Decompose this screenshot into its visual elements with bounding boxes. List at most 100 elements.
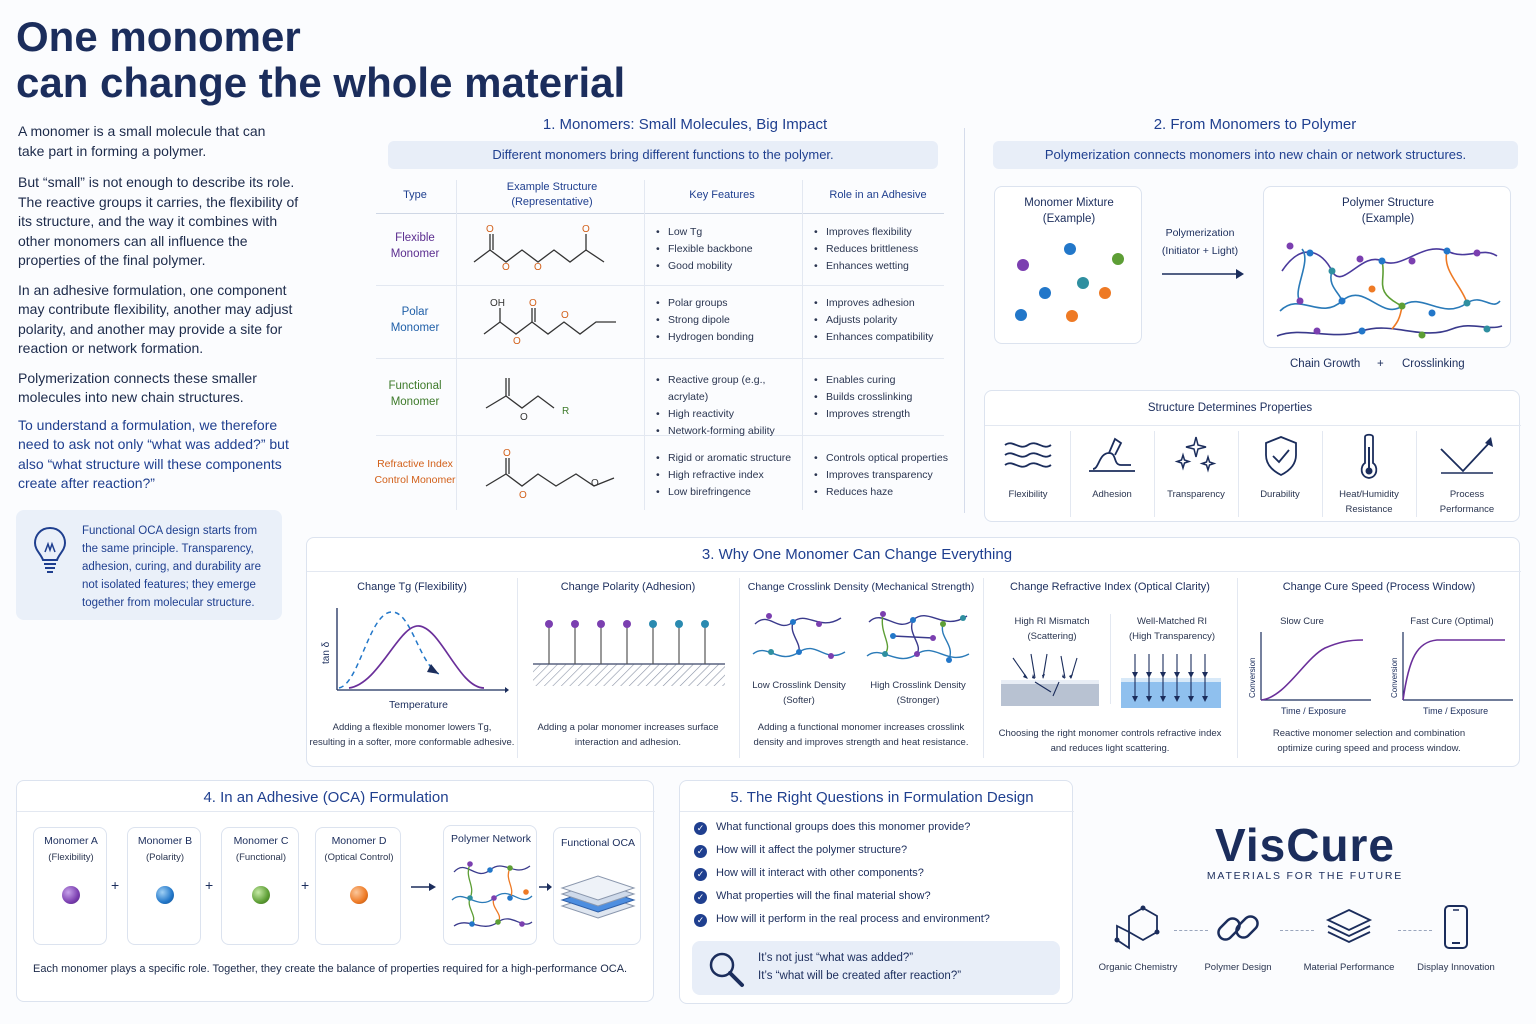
page-title: One monomer can change the whole materia… bbox=[16, 14, 625, 106]
fast-ylabel: Conversion bbox=[1390, 658, 1399, 698]
s1-hdr-role: Role in an Adhesive bbox=[829, 189, 927, 201]
check-circle-icon: ✓ bbox=[694, 914, 707, 927]
monomer-sub: (Flexibility) bbox=[48, 852, 94, 863]
question-text: What functional groups does this monomer… bbox=[716, 821, 971, 833]
lightbulb-icon bbox=[33, 526, 67, 573]
s1-row4-type: Refractive Index Control Monomer bbox=[374, 458, 456, 486]
question-item: ✓ What functional groups does this monom… bbox=[694, 821, 1064, 844]
callout-line2: It’s “what will be created after reactio… bbox=[758, 970, 962, 982]
adhesion-icon bbox=[1089, 437, 1135, 472]
feature: High refractive index bbox=[656, 467, 806, 484]
s5-title: 5. The Right Questions in Formulation De… bbox=[730, 789, 1034, 806]
s1-r4-o1: O bbox=[503, 448, 511, 459]
feature: Polar groups bbox=[656, 295, 806, 312]
thermometer-icon bbox=[1360, 433, 1378, 479]
tip-text: Functional OCA design starts from the sa… bbox=[82, 525, 262, 609]
question-text: What properties will the final material … bbox=[716, 890, 931, 902]
question-item: ✓ How will it perform in the real proces… bbox=[694, 913, 1064, 936]
monomer-name: Monomer B bbox=[137, 835, 193, 847]
monomer-dots bbox=[1015, 243, 1124, 322]
s1-table: Type Example Structure (Representative) … bbox=[374, 180, 948, 510]
s2-title: 2. From Monomers to Polymer bbox=[1153, 116, 1357, 133]
brand-item-material: Material Performance bbox=[1294, 904, 1404, 975]
prop-durability: Durability bbox=[1241, 431, 1319, 519]
mixture-label: Monomer Mixture (Example) bbox=[1024, 197, 1114, 225]
monomer-name: Monomer D bbox=[331, 835, 387, 847]
role: Reduces brittleness bbox=[814, 241, 954, 258]
s1-hdr-structure: Example Structure (Representative) bbox=[506, 181, 598, 208]
s1-row1-roles: Improves flexibility Reduces brittleness… bbox=[814, 224, 954, 275]
feature: Low birefringence bbox=[656, 484, 806, 501]
intro-p5: To understand a formulation, we therefor… bbox=[18, 416, 289, 492]
s1-r2-o1: O bbox=[529, 298, 537, 309]
monomer-a-sphere bbox=[62, 886, 80, 904]
polar-monomer-structure: OH O O O bbox=[483, 298, 616, 347]
callout-line1: It’s not just “what was added?” bbox=[758, 952, 914, 964]
s1-row3-features: Reactive group (e.g., acrylate) High rea… bbox=[656, 372, 806, 440]
arrow-right-icon bbox=[1162, 269, 1244, 279]
s1-row4-features: Rigid or aromatic structure High refract… bbox=[656, 450, 806, 501]
s3-panel: 3. Why One Monomer Can Change Everything… bbox=[306, 537, 1521, 767]
s4-panel: 4. In an Adhesive (OCA) Formulation Mono… bbox=[16, 780, 655, 1002]
s1-r1-o2: O bbox=[502, 262, 510, 273]
s3-col2-title: Change Polarity (Adhesion) bbox=[560, 581, 696, 593]
s1-r4-o3: O bbox=[591, 478, 599, 489]
question-item: ✓ What properties will the final materia… bbox=[694, 890, 1064, 913]
question-item: ✓ How will it interact with other compon… bbox=[694, 867, 1064, 890]
shield-check-icon bbox=[1265, 436, 1297, 477]
s1-hdr-type: Type bbox=[403, 189, 427, 201]
monomer-card-a: Monomer A (Flexibility) bbox=[33, 827, 107, 945]
page-title-line1: One monomer bbox=[16, 13, 301, 60]
polymerization-label: Polymerization (Initiator + Light) bbox=[1161, 227, 1239, 257]
ri-matched-label: Well-Matched RI (High Transparency) bbox=[1128, 616, 1216, 642]
tg-ylabel: tan δ bbox=[321, 641, 332, 664]
s3-col5-title: Change Cure Speed (Process Window) bbox=[1282, 581, 1476, 593]
polymer-network-card: Polymer Network bbox=[443, 825, 537, 945]
polymer-network-graphic bbox=[1276, 242, 1503, 339]
smartphone-icon bbox=[1444, 905, 1468, 949]
s1-row2-roles: Improves adhesion Adjusts polarity Enhan… bbox=[814, 295, 954, 346]
brand-item-organic: Organic Chemistry bbox=[1090, 904, 1186, 975]
plus-sign: + bbox=[111, 877, 120, 893]
s1-r1-o4: O bbox=[582, 224, 590, 235]
high-crosslink-graphic bbox=[866, 611, 970, 663]
monomer-mixture-box: Monomer Mixture (Example) bbox=[994, 186, 1142, 344]
fast-xlabel: Time / Exposure bbox=[1423, 706, 1488, 716]
molecule-icon bbox=[1114, 905, 1160, 950]
prop-label: Heat/Humidity Resistance bbox=[1339, 489, 1399, 515]
prop-transparency: Transparency bbox=[1157, 431, 1235, 519]
s1-r3-o: O bbox=[520, 412, 528, 423]
s3-col2-caption: Adding a polar monomer increases surface… bbox=[537, 722, 719, 748]
polymer-label: Polymer Structure (Example) bbox=[1341, 197, 1435, 225]
question-text: How will it interact with other componen… bbox=[716, 867, 924, 879]
intro-p3: In an adhesive formulation, one componen… bbox=[18, 281, 293, 357]
role: Improves strength bbox=[814, 406, 954, 423]
prop-label: Adhesion bbox=[1092, 489, 1132, 500]
feature: Low Tg bbox=[656, 224, 806, 241]
ri-mismatch-label: High RI Mismatch (Scattering) bbox=[1014, 616, 1090, 642]
intro-p2: But “small” is not enough to describe it… bbox=[18, 174, 299, 268]
magnifier-icon bbox=[709, 952, 744, 987]
feature: Network-forming ability bbox=[656, 423, 806, 440]
slow-cure-label: Slow Cure bbox=[1280, 616, 1324, 627]
network-graphic bbox=[451, 861, 533, 927]
s1-row2-type: Polar Monomer bbox=[390, 306, 440, 334]
network-label: Polymer Network bbox=[451, 833, 531, 845]
plus-sign: + bbox=[205, 877, 214, 893]
polymer-structure-box: Polymer Structure (Example) bbox=[1263, 186, 1511, 348]
slow-xlabel: Time / Exposure bbox=[1281, 706, 1346, 716]
s1-r4-o2: O bbox=[519, 490, 527, 501]
plus-label: + bbox=[1377, 358, 1384, 370]
s3-col4-caption: Choosing the right monomer controls refr… bbox=[998, 728, 1222, 754]
check-arrow-icon bbox=[1440, 437, 1493, 474]
low-crosslink-graphic bbox=[752, 613, 846, 659]
layers-icon bbox=[1325, 909, 1373, 943]
brand-item-display: Display Innovation bbox=[1406, 904, 1506, 975]
role: Enhances wetting bbox=[814, 258, 954, 275]
plus-sign: + bbox=[301, 877, 310, 893]
prop-label: Flexibility bbox=[1008, 489, 1048, 500]
role: Enhances compatibility bbox=[814, 329, 954, 346]
brand-item-label: Material Performance bbox=[1303, 962, 1395, 973]
s1-row2-features: Polar groups Strong dipole Hydrogen bond… bbox=[656, 295, 806, 346]
s1-banner: Different monomers bring different funct… bbox=[388, 141, 938, 169]
